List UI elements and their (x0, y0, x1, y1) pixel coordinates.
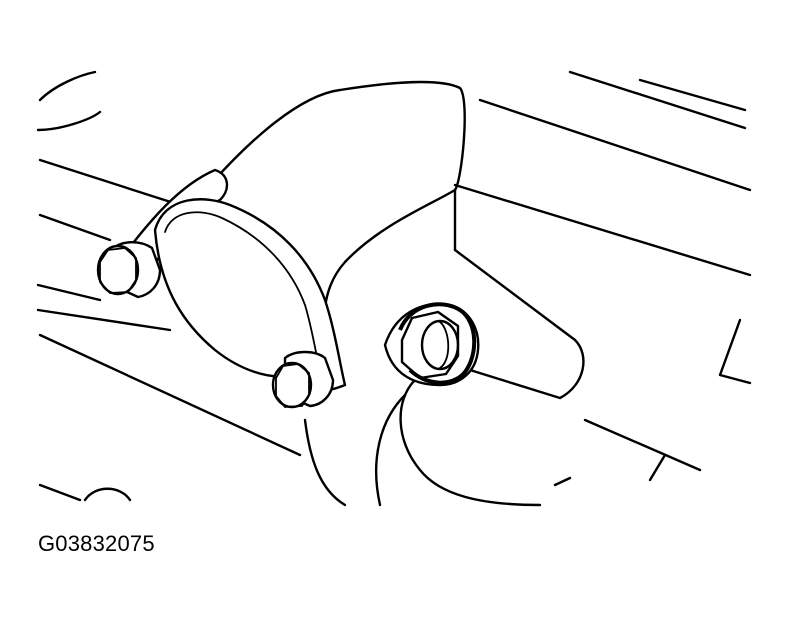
bolt-lower (271, 350, 335, 409)
clamp-band (118, 168, 347, 393)
figure-code: G03832075 (38, 531, 155, 556)
housing-body (208, 80, 585, 507)
chassis-lines (36, 70, 752, 502)
flange-nut (383, 302, 480, 387)
bolt-upper-left (96, 241, 162, 299)
